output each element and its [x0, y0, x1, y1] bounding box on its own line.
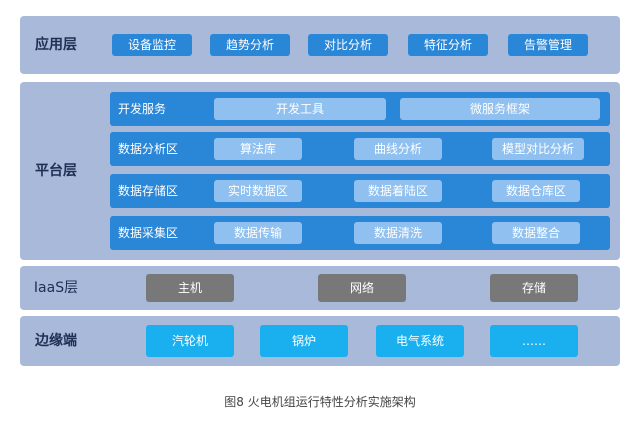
- app-item-comparison-analysis: 对比分析: [308, 34, 388, 56]
- platform-row-data-storage: 数据存储区 实时数据区 数据着陆区 数据仓库区: [110, 174, 610, 208]
- edge-layer-label: 边缘端: [35, 333, 77, 349]
- platform-layer-label: 平台层: [35, 163, 77, 179]
- chip-algorithm-library: 算法库: [214, 138, 302, 160]
- iaas-layer-label: IaaS层: [33, 280, 79, 296]
- app-item-trend-analysis: 趋势分析: [210, 34, 290, 56]
- platform-row-data-collection: 数据采集区 数据传输 数据清洗 数据整合: [110, 216, 610, 250]
- chip-realtime-data: 实时数据区: [214, 180, 302, 202]
- app-layer: 应用层 设备监控 趋势分析 对比分析 特征分析 告警管理: [20, 16, 620, 74]
- chip-data-integration: 数据整合: [492, 222, 580, 244]
- iaas-item-storage: 存储: [490, 274, 578, 302]
- iaas-layer: IaaS层 主机 网络 存储: [20, 266, 620, 310]
- platform-row-dev-service: 开发服务 开发工具 微服务框架: [110, 92, 610, 126]
- iaas-item-network: 网络: [318, 274, 406, 302]
- chip-curve-analysis: 曲线分析: [354, 138, 442, 160]
- row-label-dev-service: 开发服务: [118, 102, 167, 116]
- edge-layer: 边缘端 汽轮机 锅炉 电气系统 ……: [20, 316, 620, 366]
- edge-item-steam-turbine: 汽轮机: [146, 325, 234, 357]
- platform-layer: 平台层 开发服务 开发工具 微服务框架 数据分析区 算法库 曲线分析 模型对比分…: [20, 82, 620, 260]
- platform-row-data-analysis: 数据分析区 算法库 曲线分析 模型对比分析: [110, 132, 610, 166]
- app-item-alarm-management: 告警管理: [508, 34, 588, 56]
- chip-data-cleaning: 数据清洗: [354, 222, 442, 244]
- app-item-device-monitoring: 设备监控: [112, 34, 192, 56]
- chip-microservice-framework: 微服务框架: [400, 98, 600, 120]
- chip-data-landing: 数据着陆区: [354, 180, 442, 202]
- edge-item-boiler: 锅炉: [260, 325, 348, 357]
- edge-item-ellipsis: ……: [490, 325, 578, 357]
- row-label-data-storage: 数据存储区: [118, 184, 179, 198]
- row-label-data-collection: 数据采集区: [118, 226, 179, 240]
- chip-data-warehouse: 数据仓库区: [492, 180, 580, 202]
- app-layer-label: 应用层: [35, 37, 77, 53]
- chip-data-transfer: 数据传输: [214, 222, 302, 244]
- iaas-item-host: 主机: [146, 274, 234, 302]
- app-item-feature-analysis: 特征分析: [408, 34, 488, 56]
- figure-caption: 图8 火电机组运行特性分析实施架构: [224, 395, 416, 409]
- edge-item-electrical-system: 电气系统: [376, 325, 464, 357]
- chip-dev-tools: 开发工具: [214, 98, 386, 120]
- chip-model-comparison: 模型对比分析: [492, 138, 584, 160]
- row-label-data-analysis: 数据分析区: [118, 142, 179, 156]
